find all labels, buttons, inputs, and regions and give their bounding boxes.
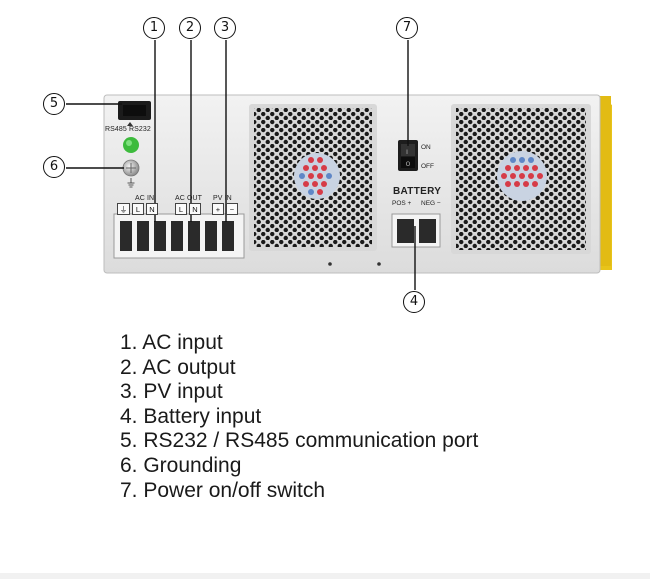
switch-off-label: OFF (421, 163, 434, 170)
ac-out-label: AC OUT (175, 195, 203, 202)
callout-5: 5 (43, 93, 65, 115)
ac-in-label: AC IN (135, 195, 155, 202)
switch-on-mark: I (406, 149, 408, 156)
callout-7: 7 (396, 17, 418, 39)
switch-on-label: ON (421, 144, 431, 151)
callout-4: 4 (403, 291, 425, 313)
callout-3: 3 (214, 17, 236, 39)
terminal-ac-in-n: N (146, 203, 158, 215)
terminal-pv-minus: − (226, 203, 238, 215)
pv-in-label: PV IN (213, 195, 232, 202)
legend-item: 5. RS232 / RS485 communication port (120, 429, 479, 453)
arrow-up-icon (127, 122, 133, 126)
leader-lines (66, 40, 416, 290)
terminal-ac-in-l: L (132, 203, 144, 215)
legend-item: 3. PV input (120, 380, 223, 404)
panel-screw (328, 262, 332, 266)
grounding-screw[interactable] (122, 159, 140, 177)
battery-terminal[interactable] (391, 213, 441, 248)
terminal-ac-out-l: L (175, 203, 187, 215)
legend-item: 6. Grounding (120, 453, 242, 477)
right-fan-grille (451, 104, 591, 254)
battery-pos-label: POS + (392, 200, 412, 207)
legend-item: 1. AC input (120, 331, 223, 354)
legend-item: 7. Power on/off switch (120, 478, 326, 502)
ac-pv-terminal-block[interactable] (113, 213, 245, 259)
terminal-ground: ⏚ (117, 203, 130, 215)
legend-item: 4. Battery input (120, 404, 262, 428)
callout-6: 6 (43, 156, 65, 178)
power-switch[interactable] (398, 140, 418, 171)
legend-item: 2. AC output (120, 355, 236, 379)
battery-label: BATTERY (393, 186, 442, 197)
terminal-ac-out-n: N (189, 203, 201, 215)
rs-port-label: RS485 RS232 (105, 126, 151, 133)
inverter-diagram: I O (66, 40, 612, 290)
battery-neg-label: NEG − (421, 200, 441, 207)
switch-off-mark: O (406, 161, 411, 168)
footer-divider (0, 573, 650, 579)
left-fan-grille (249, 104, 377, 251)
ground-symbol-icon (127, 178, 135, 188)
callout-2: 2 (179, 17, 201, 39)
callout-1: 1 (143, 17, 165, 39)
yellow-casing (112, 95, 612, 270)
legend-list: 1. AC input 2. AC output 3. PV input 4. … (120, 331, 478, 503)
communication-port[interactable] (118, 101, 151, 120)
panel-screw (377, 262, 381, 266)
terminal-pv-plus: + (212, 203, 224, 215)
